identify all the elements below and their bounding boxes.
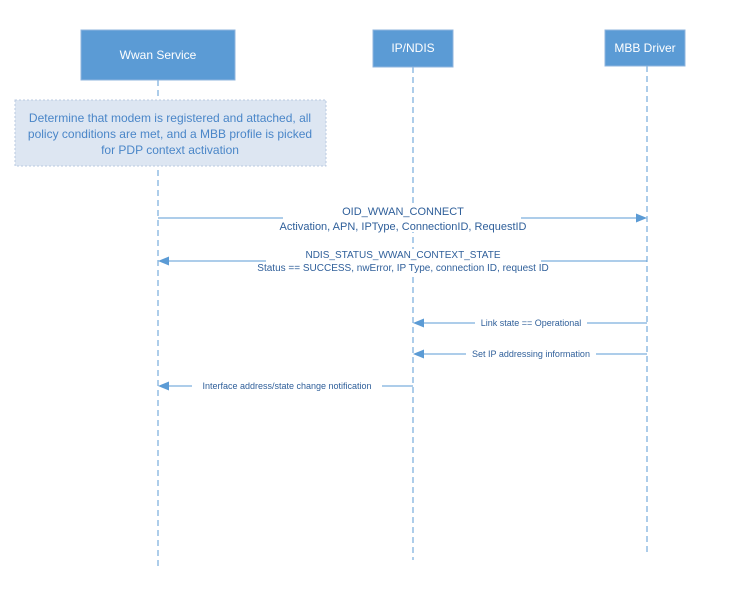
- message-interface-address-notification: Interface address/state change notificat…: [158, 380, 413, 392]
- actor-ip-ndis: IP/NDIS: [372, 29, 454, 68]
- actor-wwan-service: Wwan Service: [80, 29, 236, 81]
- actor-label-ip-ndis: IP/NDIS: [391, 41, 434, 55]
- actor-label-wwan-service: Wwan Service: [120, 48, 197, 62]
- actor-label-mbb-driver: MBB Driver: [614, 41, 675, 55]
- message-2-label-line-1: NDIS_STATUS_WWAN_CONTEXT_STATE: [305, 250, 500, 261]
- message-link-state: Link state == Operational: [413, 317, 647, 329]
- arrowhead-left-icon: [158, 381, 169, 391]
- message-3-label: Link state == Operational: [481, 318, 582, 328]
- note-line-3: for PDP context activation: [101, 143, 239, 157]
- note-line-1: Determine that modem is registered and a…: [29, 111, 311, 125]
- message-2-label-line-2: Status == SUCCESS, nwError, IP Type, con…: [257, 263, 548, 274]
- note-box: Determine that modem is registered and a…: [14, 99, 327, 167]
- message-oid-wwan-connect: OID_WWAN_CONNECT Activation, APN, IPType…: [158, 205, 647, 233]
- message-set-ip-addressing: Set IP addressing information: [413, 348, 647, 360]
- note-line-2: policy conditions are met, and a MBB pro…: [28, 127, 312, 141]
- arrowhead-right-icon: [636, 213, 647, 223]
- message-1-label-line-2: Activation, APN, IPType, ConnectionID, R…: [279, 221, 526, 233]
- message-5-label: Interface address/state change notificat…: [202, 381, 371, 391]
- arrowhead-left-icon: [413, 318, 424, 328]
- arrowhead-left-icon: [413, 349, 424, 359]
- message-1-label-line-1: OID_WWAN_CONNECT: [342, 206, 464, 218]
- arrowhead-left-icon: [158, 256, 169, 266]
- message-4-label: Set IP addressing information: [472, 349, 590, 359]
- actor-mbb-driver: MBB Driver: [604, 29, 686, 67]
- message-ndis-status-wwan-context-state: NDIS_STATUS_WWAN_CONTEXT_STATE Status ==…: [158, 249, 647, 275]
